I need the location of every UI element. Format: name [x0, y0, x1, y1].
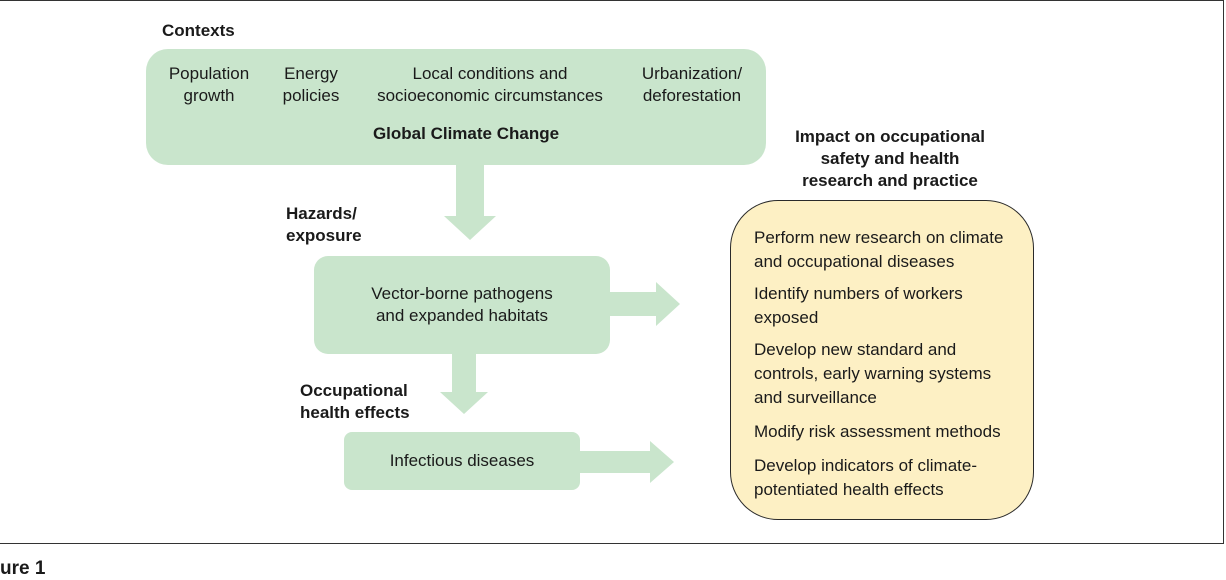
effect-box: Infectious diseases: [344, 432, 580, 490]
arrow-right-1: [610, 282, 680, 326]
contexts-box: [146, 49, 766, 165]
global-climate-change: Global Climate Change: [372, 124, 560, 143]
context-population: Population growth: [158, 63, 260, 107]
impact-item-2-line2: exposed: [754, 308, 819, 327]
impact-heading-line2: safety and health: [820, 149, 960, 168]
impact-item-1-line2: and occupational diseases: [754, 252, 955, 271]
impact-heading-line3: research and practice: [802, 171, 978, 190]
impact-item-5-line1: Develop indicators of climate-: [754, 456, 977, 475]
arrow-down-2: [440, 354, 488, 414]
arrow-down-1: [444, 165, 496, 240]
context-local-line1: Local conditions and: [412, 64, 568, 83]
context-urbanization-line1: Urbanization/: [641, 64, 743, 83]
arrow-right-2: [580, 441, 674, 483]
context-population-line1: Population: [168, 64, 250, 83]
context-energy-line1: Energy: [284, 64, 338, 83]
impact-item-1-line1: Perform new research on climate: [754, 228, 1004, 247]
context-local: Local conditions and socioeconomic circu…: [362, 63, 618, 107]
impact-item-5-line2: potentiated health effects: [754, 480, 944, 499]
context-urbanization: Urbanization/ deforestation: [628, 63, 756, 107]
context-population-line2: growth: [183, 86, 235, 105]
impact-item: Develop new standard and controls, early…: [754, 338, 1026, 410]
impact-item-2-line1: Identify numbers of workers: [754, 284, 963, 303]
health-effects-label: Occupational health effects: [300, 380, 410, 424]
hazards-label-line1: Hazards/: [286, 204, 357, 223]
health-label-line2: health effects: [300, 403, 410, 422]
contexts-heading: Contexts: [162, 21, 235, 40]
figure-caption: ure 1: [0, 558, 46, 579]
impact-item: Develop indicators of climate- potentiat…: [754, 454, 1026, 502]
impact-item-4-line1: Modify risk assessment methods: [754, 422, 1001, 441]
impact-heading-line1: Impact on occupational: [795, 127, 985, 146]
impact-heading: Impact on occupational safety and health…: [760, 126, 1020, 192]
context-local-line2: socioeconomic circumstances: [377, 86, 603, 105]
impact-item-3-line3: and surveillance: [754, 388, 877, 407]
context-urbanization-line2: deforestation: [642, 86, 742, 105]
impact-item: Identify numbers of workers exposed: [754, 282, 1026, 330]
hazards-label: Hazards/ exposure: [286, 203, 362, 247]
impact-item-3-line2: controls, early warning systems: [754, 364, 992, 383]
hazard-box: Vector-borne pathogens and expanded habi…: [314, 256, 610, 354]
hazards-label-line2: exposure: [286, 226, 362, 245]
impact-box: [730, 200, 1034, 520]
impact-item: Perform new research on climate and occu…: [754, 226, 1026, 274]
impact-item-3-line1: Develop new standard and: [754, 340, 957, 359]
hazard-box-line2: and expanded habitats: [375, 306, 549, 325]
context-energy-line2: policies: [282, 86, 340, 105]
context-energy: Energy policies: [270, 63, 352, 107]
impact-item: Modify risk assessment methods: [754, 420, 1026, 444]
hazard-box-line1: Vector-borne pathogens: [371, 284, 553, 303]
health-label-line1: Occupational: [300, 381, 408, 400]
